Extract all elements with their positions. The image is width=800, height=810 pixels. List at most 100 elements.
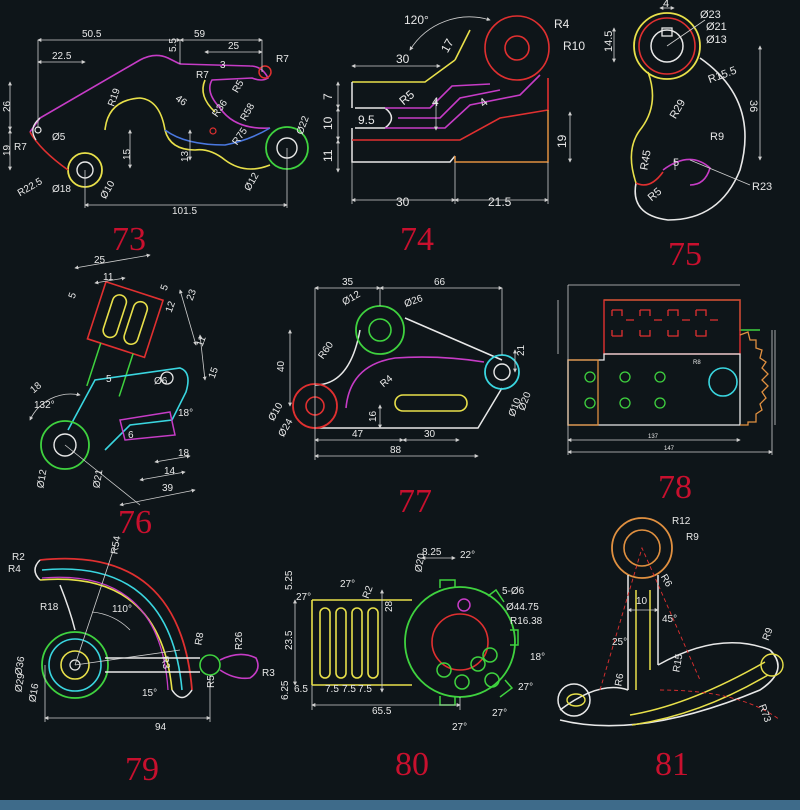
p80-d14: 6.5	[294, 684, 308, 695]
p75-d3: Ø21	[706, 21, 727, 33]
p80-d22: 65.5	[372, 706, 392, 717]
p73-d1: 50.5	[82, 29, 102, 40]
p77-d7: R4	[378, 373, 395, 390]
p76-d4: 5	[159, 283, 171, 292]
p73-d21: 13	[180, 150, 191, 162]
p74-d3: R4	[554, 17, 570, 31]
p73-d8: 3	[220, 60, 226, 71]
p76-d9: 5	[106, 374, 112, 385]
p76-d2: 11	[103, 272, 114, 283]
p73-d16: Ø10	[99, 179, 118, 201]
p73-d18: R19	[106, 87, 123, 108]
drawing-73: 50.5 59 22.5 25 5.5 R7 R7 3 R5 26 19 R7 …	[2, 29, 312, 258]
p75-d10: R45	[638, 149, 653, 171]
p77-d13: Ø20	[517, 390, 534, 412]
figure-number-74: 74	[400, 221, 434, 258]
drawing-77: 35 66 Ø12 Ø26 R60 40 R4 21 16 Ø10 Ø24 Ø1…	[267, 277, 534, 520]
figure-number-76: 76	[118, 504, 152, 541]
p76-d11: 18	[28, 380, 44, 396]
p79-d4: R18	[40, 602, 59, 613]
p80-d8: 5-Ø6	[502, 586, 525, 597]
drawing-78: 137 147 R8 78	[557, 284, 776, 506]
p75-d9: R9	[710, 131, 724, 143]
drawing-76: 25 11 5 5 23 12 11 15 5 Ø6 18 132° 18° 6…	[28, 253, 221, 541]
p73-d3: 22.5	[52, 51, 72, 62]
p74-d2: 17	[438, 36, 457, 55]
p76-d3: 5	[67, 291, 79, 300]
p74-d6: 7	[321, 93, 335, 100]
p73-d25: Ø22	[295, 114, 312, 136]
p77-d14: 47	[352, 429, 364, 440]
p80-d11: 28	[384, 600, 395, 612]
p81-d4: 10	[636, 596, 648, 607]
drawing-80: 8.25 22° Ø20 27° 5.25 27° R2 5-Ø6 Ø44.75…	[280, 547, 545, 783]
p79-d12: R26	[234, 631, 245, 650]
p75-d7: 36	[747, 100, 759, 112]
p73-d24: R58	[239, 101, 258, 123]
p78-d2: 147	[664, 446, 675, 452]
p77-d9: 16	[368, 410, 379, 422]
p77-d5: R60	[316, 340, 336, 362]
p77-d6: 40	[276, 360, 287, 372]
p80-d5: 5.25	[284, 570, 295, 590]
p75-d2: Ø23	[700, 9, 721, 21]
p75-d4: Ø13	[706, 34, 727, 46]
drawing-75: 4 Ø23 Ø21 Ø13 14.5 R15.5 36 R29 R9 R45 5…	[603, 0, 772, 273]
p73-d9: R5	[231, 78, 247, 95]
p77-d3: Ø12	[341, 289, 363, 308]
p75-d8: R29	[668, 97, 688, 120]
p79-d9: 15°	[142, 688, 157, 699]
p75-d6: R15.5	[707, 65, 739, 86]
p81-d10: R73	[756, 703, 773, 724]
p73-d17: 101.5	[172, 206, 197, 217]
p80-d12: 23.5	[284, 630, 295, 650]
p81-d7: R15	[671, 653, 685, 673]
p73-d26: Ø12	[243, 171, 262, 193]
p76-d6: 12	[164, 300, 178, 315]
p75-d13: R23	[752, 181, 772, 193]
figure-number-78: 78	[658, 469, 692, 506]
p79-d6: Ø36	[13, 655, 27, 676]
p76-d12: 132°	[34, 400, 55, 411]
p73-d11: 19	[2, 144, 13, 156]
p76-d15: 18	[178, 448, 190, 459]
p77-d4: Ø26	[403, 293, 425, 310]
p79-d8: Ø16	[27, 682, 41, 703]
p81-d3: R6	[658, 573, 674, 590]
p74-d10: 9.5	[358, 113, 375, 127]
p79-d2: R4	[8, 564, 21, 575]
p78-d1: 137	[648, 434, 659, 440]
p76-d5: 23	[185, 288, 199, 303]
p80-d18: 6.25	[280, 680, 291, 700]
p77-d8: 21	[516, 344, 527, 356]
p73-d15: Ø18	[52, 184, 71, 195]
p79-d3: R54	[109, 535, 123, 555]
p77-d12: Ø10	[267, 401, 286, 423]
p76-d16: 14	[164, 466, 176, 477]
p76-d19: Ø21	[91, 468, 105, 489]
p81-d1: R12	[672, 516, 691, 527]
drawing-74: 120° 17 R4 R10 30 7 R5 4 4 9.5 10 11 19 …	[321, 13, 585, 258]
p80-d7: R2	[361, 584, 376, 600]
p74-d8: 4	[432, 95, 439, 109]
p76-d1: 25	[94, 255, 106, 266]
p75-d5: 14.5	[603, 31, 615, 52]
p80-d16: 7.5	[342, 684, 356, 695]
p77-d16: 88	[390, 445, 402, 456]
p76-d7: 11	[195, 334, 209, 348]
p79-d11: R8	[193, 631, 206, 646]
window-bottom-bar	[0, 800, 800, 810]
p73-d20: 15	[122, 148, 133, 160]
p80-d6: 27°	[296, 592, 311, 603]
p73-d23: R75	[230, 126, 250, 148]
p79-d5: 110°	[112, 604, 132, 615]
p75-d12: R5	[646, 186, 664, 204]
p79-d1: R2	[12, 552, 25, 563]
p73-d13: Ø5	[52, 132, 66, 143]
p80-d10: R16.38	[510, 616, 543, 627]
p73-d14: R22.5	[16, 176, 45, 199]
p73-d6: R7	[276, 54, 289, 65]
p81-d9: R6	[613, 672, 626, 687]
p80-d13: 18°	[530, 652, 545, 663]
p80-d15: 7.5	[325, 684, 339, 695]
